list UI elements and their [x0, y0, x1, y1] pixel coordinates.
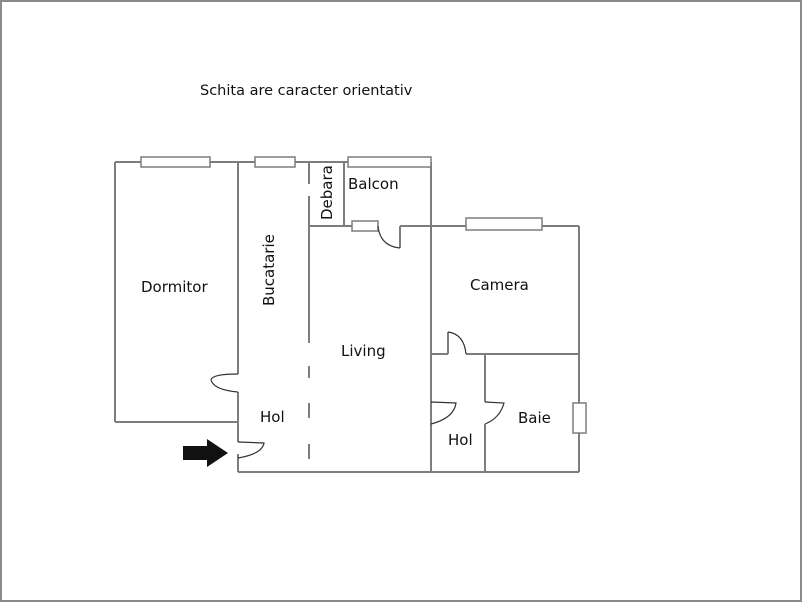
- room-label-dormitor: Dormitor: [141, 278, 208, 296]
- walls: [114, 161, 580, 473]
- room-label-bucatarie: Bucatarie: [260, 234, 278, 306]
- room-label-debara: Debara: [318, 165, 336, 220]
- room-label-hol-left: Hol: [260, 408, 285, 426]
- room-label-hol-right: Hol: [448, 431, 473, 449]
- doors: [210, 225, 505, 459]
- room-label-baie: Baie: [518, 409, 551, 427]
- windows: [140, 156, 587, 434]
- plan-note: Schita are caracter orientativ: [200, 83, 413, 99]
- room-label-camera: Camera: [470, 276, 529, 294]
- arrow-right-icon: [183, 439, 228, 467]
- room-label-living: Living: [341, 342, 386, 360]
- room-label-balcon: Balcon: [348, 175, 399, 193]
